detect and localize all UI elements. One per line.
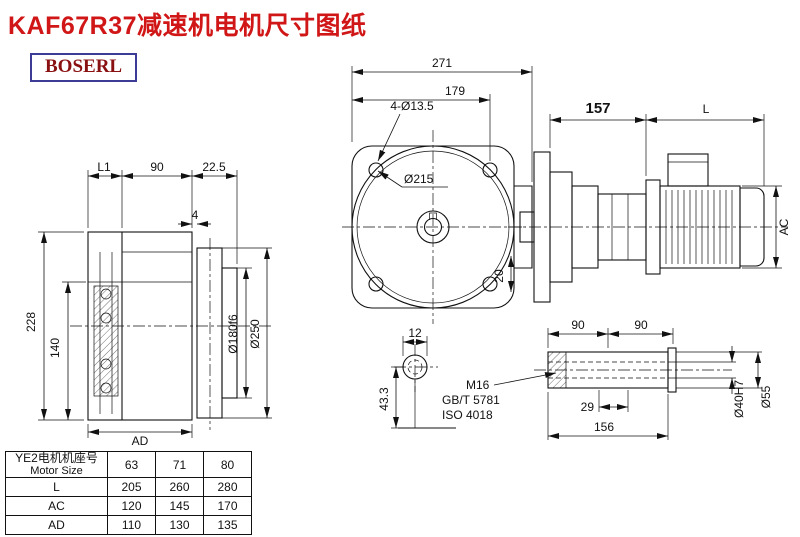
dim-bolt-holes: 4-Ø13.5 [390, 99, 434, 113]
bolt-hole [100, 358, 112, 370]
dim-29: 29 [581, 400, 595, 414]
header-label-en: Motor Size [30, 465, 83, 477]
label-gb-standard: GB/T 5781 [442, 393, 500, 407]
table-cell: 205 [107, 477, 156, 497]
dim-90b: 90 [634, 318, 648, 332]
table-cell: 170 [203, 496, 252, 516]
bolt-hole [482, 162, 498, 178]
size-63: 63 [107, 451, 156, 478]
hatch-area [93, 285, 119, 397]
table-row-l: L 205 260 280 [5, 477, 252, 497]
bolt-hole [482, 276, 498, 292]
dim-d180: Ø180f6 [226, 314, 240, 354]
bolt-hole [100, 288, 112, 300]
motor-size-table: YE2电机机座号 Motor Size 63 71 80 L 205 260 2… [5, 451, 252, 535]
keyway [429, 212, 437, 220]
front-view: L1 90 22.5 4 228 140 AD Ø180f6 Ø25 [24, 160, 272, 448]
bolt-hole [368, 162, 384, 178]
label-m16: M16 [466, 378, 490, 392]
table-row-ad: AD 110 130 135 [5, 515, 252, 535]
gearbox-body [87, 231, 193, 421]
dim-l: L [703, 102, 710, 116]
dim-ac: AC [777, 218, 791, 235]
dim-d55: Ø55 [759, 385, 773, 408]
dim-20: 20 [492, 269, 506, 283]
motor-fins [665, 190, 733, 264]
table-header-row: YE2电机机座号 Motor Size 63 71 80 [5, 451, 252, 478]
flange-spigot [221, 267, 238, 399]
bushing-hatch [547, 351, 567, 389]
dim-271: 271 [432, 56, 452, 70]
dim-d215: Ø215 [404, 172, 434, 186]
bolt-hole [100, 382, 112, 394]
dim-156: 156 [594, 420, 614, 434]
fan-cover [739, 187, 765, 267]
size-71: 71 [155, 451, 204, 478]
side-view: 157 L AC [508, 100, 791, 303]
page-title: KAF67R37减速机电机尺寸图纸 [8, 12, 367, 40]
dim-ad: AD [132, 434, 149, 448]
bolt-hole [100, 312, 112, 324]
label-iso-standard: ISO 4018 [442, 408, 493, 422]
table-cell: 260 [155, 477, 204, 497]
table-cell: 130 [155, 515, 204, 535]
table-cell: 280 [203, 477, 252, 497]
dim-l1: L1 [97, 160, 111, 174]
brand-logo: BOSERL [30, 53, 138, 82]
flange-face-view: 271 179 4-Ø13.5 Ø215 20 [342, 56, 533, 324]
table-header-cell: YE2电机机座号 Motor Size [5, 451, 108, 478]
size-80: 80 [203, 451, 252, 478]
terminal-box [667, 153, 709, 187]
end-ring [667, 347, 677, 393]
dim-d250: Ø250 [248, 319, 262, 349]
hollow-shaft-view: 90 90 M16 GB/T 5781 ISO 4018 29 156 Ø40H… [442, 318, 773, 440]
dim-157: 157 [585, 100, 610, 117]
bolt-hole [368, 276, 384, 292]
dim-90: 90 [150, 160, 164, 174]
row-label: AD [5, 515, 108, 535]
table-cell: 110 [107, 515, 156, 535]
output-flange-disc [196, 247, 223, 419]
dim-d40: Ø40H7 [732, 380, 746, 418]
dim-12: 12 [408, 326, 422, 340]
row-label: AC [5, 496, 108, 516]
shaft-section-view: 12 43.3 [377, 326, 456, 429]
dim-43-3: 43.3 [377, 387, 391, 411]
table-cell: 120 [107, 496, 156, 516]
table-cell: 135 [203, 515, 252, 535]
dim-228: 228 [24, 312, 38, 332]
dim-4: 4 [192, 208, 199, 222]
dim-179: 179 [445, 84, 465, 98]
row-label: L [5, 477, 108, 497]
header-label-cn: YE2电机机座号 [15, 451, 98, 465]
dim-90a: 90 [571, 318, 585, 332]
table-cell: 145 [155, 496, 204, 516]
dim-140: 140 [48, 338, 62, 358]
table-row-ac: AC 120 145 170 [5, 496, 252, 516]
dim-22-5: 22.5 [202, 160, 226, 174]
